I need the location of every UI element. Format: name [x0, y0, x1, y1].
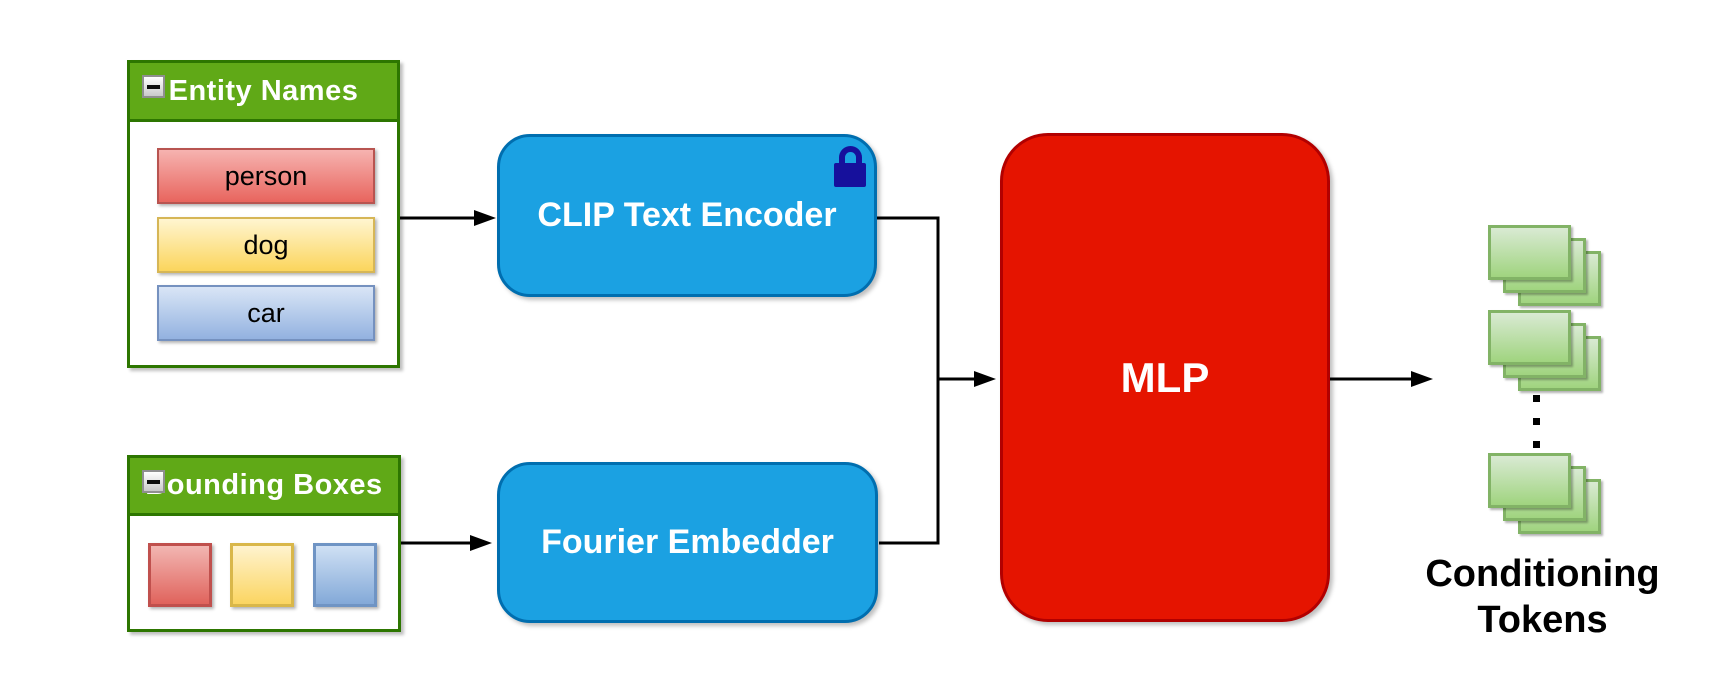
mlp-label: MLP [1120, 353, 1210, 401]
mlp-box: MLP [1000, 133, 1330, 622]
entity-names-title: Entity Names [168, 74, 359, 107]
conditioning-tokens-label-line2: Tokens [1477, 599, 1608, 641]
entity-item-dog: dog [157, 217, 375, 273]
bbox-square-blue [313, 543, 377, 607]
clip-text-encoder-label: CLIP Text Encoder [537, 196, 837, 234]
token-card [1488, 225, 1571, 280]
collapse-minus-icon[interactable] [142, 470, 165, 493]
entity-item-person: person [157, 148, 375, 204]
token-stack [1488, 310, 1601, 391]
entity-item-car: car [157, 285, 375, 341]
ellipsis-dots-icon [1533, 395, 1540, 448]
token-card [1488, 310, 1571, 365]
conditioning-tokens-label-line1: Conditioning [1425, 553, 1660, 595]
conditioning-tokens-label: Conditioning Tokens [1395, 551, 1690, 643]
bounding-boxes-title: Bounding Boxes [145, 469, 383, 501]
fourier-embedder-box: Fourier Embedder [497, 462, 878, 623]
token-card [1488, 453, 1571, 508]
clip-text-encoder-box: CLIP Text Encoder [497, 134, 877, 297]
connector-merge-lines [877, 216, 940, 545]
collapse-minus-icon[interactable] [142, 75, 165, 98]
entity-names-container: Entity Names person dog car [127, 60, 400, 368]
token-stack [1488, 225, 1601, 306]
token-stack [1488, 453, 1601, 534]
bbox-square-yellow [230, 543, 294, 607]
bounding-boxes-container: Bounding Boxes [127, 455, 401, 632]
fourier-embedder-label: Fourier Embedder [541, 523, 834, 561]
entity-names-header: Entity Names [130, 63, 397, 122]
bbox-square-red [148, 543, 212, 607]
bounding-boxes-header: Bounding Boxes [130, 458, 398, 516]
lock-icon [834, 146, 866, 187]
